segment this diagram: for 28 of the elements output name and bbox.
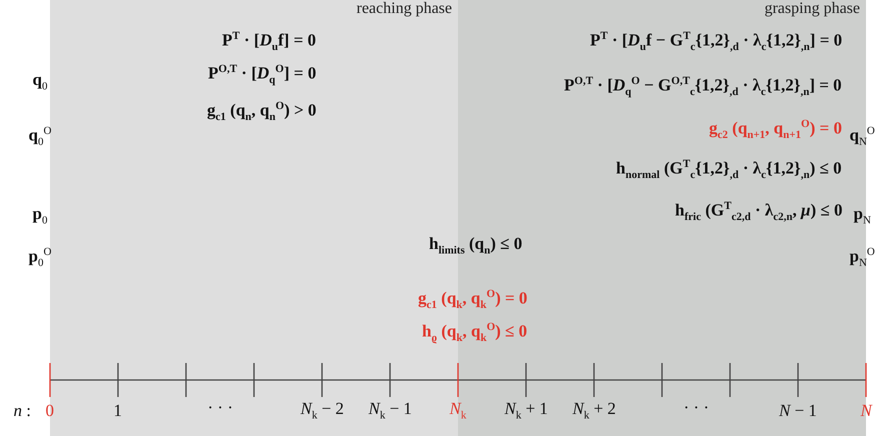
tick-label: N <box>860 402 872 418</box>
variable-label: q$_{0}$ <box>32 70 48 92</box>
equation: h$_{ϱ}$ (q$_{k}$, q$_{k}$$^{O}$) ≤ 0 <box>422 322 528 344</box>
equation: h$_{normal}$ (G$^{T}$$_{c}${1,2}$_{,d}$ · λ$_{c}${1,2}$_{,n}$) ≤ 0 <box>616 159 842 182</box>
equation: h$_{fric}$ (G$^{T}$$_{c2,d}$ · λ$_{c2,n}$, μ) ≤ 0 <box>675 201 842 224</box>
tick-label: N$_{k}$ − 1 <box>368 400 412 421</box>
equation: P$^{O,T}$ · [D$_{q}$$^{O}$ − G$^{O,T}$$_{c}${1,2}$_{,d}$ · λ$_{c}${1,2}$_{,n}$] = 0 <box>564 76 842 98</box>
tick-label: N$_{k}$ − 2 <box>300 400 344 421</box>
tick-label: · · · <box>684 398 709 416</box>
equation: h$_{limits}$ (q$_{n}$) ≤ 0 <box>429 234 522 256</box>
tick-label: 1 <box>114 402 122 418</box>
equation: P$^{T}$ · [D$_{u}$f] = 0 <box>222 31 316 54</box>
tick-label: N$_{k}$ + 1 <box>504 400 548 421</box>
axis-label: n : <box>14 402 31 418</box>
equation: g$_{c1}$ (q$_{n}$, q$_{n}$$^{O}$) > 0 <box>207 101 316 124</box>
tick-label: N$_{k}$ <box>450 400 466 421</box>
equation: g$_{c1}$ (q$_{k}$, q$_{k}$$^{O}$) = 0 <box>418 289 528 312</box>
tick-label: N$_{k}$ + 2 <box>572 400 616 421</box>
variable-label: p$_{N}$ <box>854 204 871 226</box>
phase-title: grasping phase <box>764 0 860 18</box>
tick-label: · · · <box>208 398 233 416</box>
variable-label: p$_{0}$ <box>32 204 48 226</box>
equation: g$_{c2}$ (q$_{n+1}$, q$_{n+1}$$^{O}$) = 0 <box>709 119 842 142</box>
equation: P$^{T}$ · [D$_{u}$f − G$^{T}$$_{c}${1,2}$_{,d}$ · λ$_{c}${1,2}$_{,n}$] = 0 <box>590 31 842 54</box>
equation: P$^{O,T}$ · [D$_{q}$$^{O}$] = 0 <box>208 64 316 86</box>
phase-title: reaching phase <box>356 0 452 18</box>
tick-label: 0 <box>46 402 54 418</box>
tick-label: N − 1 <box>779 402 817 418</box>
